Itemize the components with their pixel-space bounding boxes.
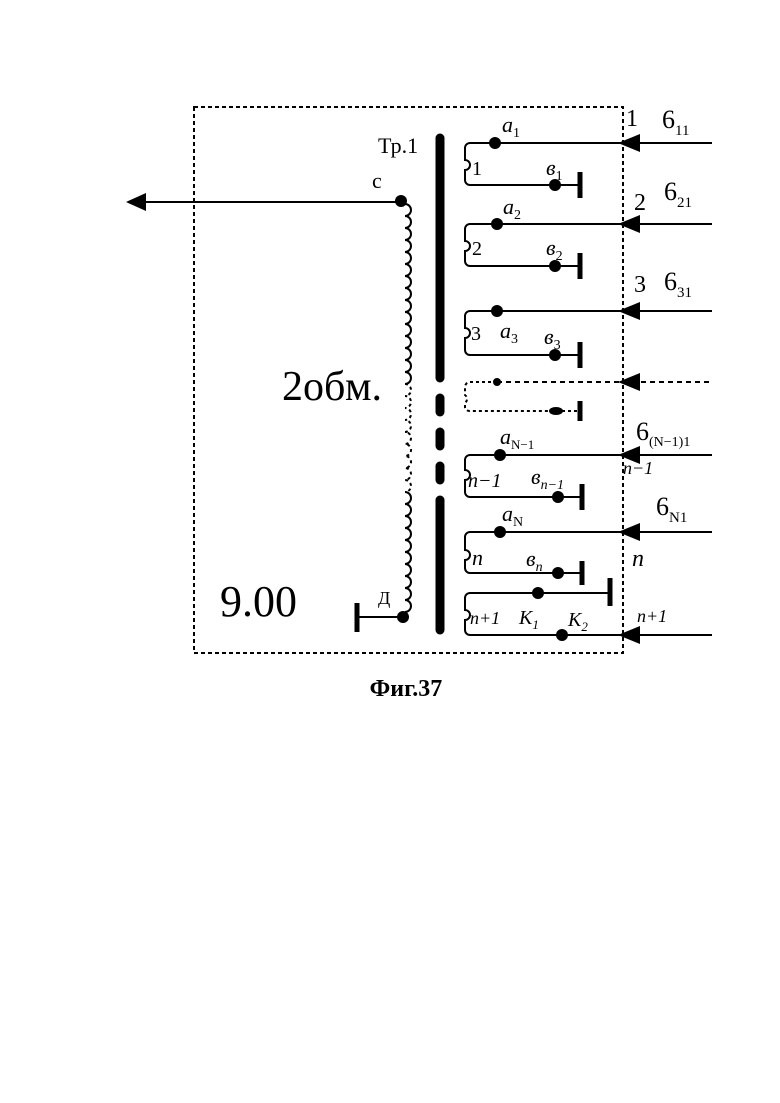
terminal-bn-label: вn — [526, 546, 543, 575]
terminal-a1-label: a1 — [502, 112, 520, 141]
winding-3-number: 3 — [471, 323, 481, 345]
terminal-k2-label: K2 — [567, 609, 588, 634]
output-arrow — [126, 193, 398, 211]
secondary-winding-3: 3 a3 в3 — [465, 305, 712, 368]
block-number: 9.00 — [220, 577, 297, 626]
terminal-a2-label: a2 — [503, 194, 521, 223]
secondary-winding-elided — [465, 378, 712, 421]
terminal-b2-label: в2 — [546, 235, 563, 264]
input-n-minus-1-number: n−1 — [623, 458, 653, 478]
terminal-k1-label: K1 — [518, 607, 539, 632]
terminal-c-dot — [395, 195, 407, 207]
winding-n-minus-1-number: n−1 — [468, 470, 502, 492]
winding-1-number: 1 — [472, 158, 482, 180]
terminal-b1-label: в1 — [546, 155, 563, 184]
input-1-signal: 611 — [662, 105, 689, 139]
input-n-number: n — [632, 546, 644, 572]
terminal-b3-label: в3 — [544, 324, 561, 353]
winding-n-number: n — [472, 545, 483, 570]
input-arrow-1 — [618, 134, 640, 152]
input-n-minus-1-signal: 6(N−1)1 — [636, 417, 690, 450]
input-arrow-elided — [618, 373, 640, 391]
terminal-aN-1-label: aN−1 — [500, 424, 534, 452]
winding-2-number: 2 — [472, 238, 482, 260]
secondary-winding-n-plus-1: n+1 K1 K2 — [465, 578, 712, 641]
input-arrow-n — [618, 523, 640, 541]
terminal-aN-label: aN — [502, 501, 523, 530]
input-2-number: 2 — [634, 190, 646, 216]
terminal-c-label: с — [372, 168, 382, 193]
transformer-label: Тр.1 — [378, 133, 418, 158]
terminal-bn-1-label: вn−1 — [531, 464, 564, 493]
terminal-a3-label: a3 — [500, 318, 518, 347]
input-n-plus-1-number: n+1 — [637, 606, 667, 626]
terminal-d-label: Д — [378, 588, 390, 608]
primary-coil-dashed — [405, 384, 411, 492]
winding-n-plus-1-number: n+1 — [470, 608, 500, 628]
input-3-number: 3 — [634, 272, 646, 298]
primary-coil-lower — [405, 492, 411, 612]
primary-coil-upper — [405, 204, 411, 384]
input-arrow-n-plus-1 — [618, 626, 640, 644]
input-arrow-3 — [618, 302, 640, 320]
input-2-signal: 621 — [664, 177, 692, 211]
figure-caption: Фиг.37 — [370, 676, 443, 702]
input-1-number: 1 — [626, 106, 638, 132]
input-3-signal: 631 — [664, 267, 692, 301]
input-n-signal: 6N1 — [656, 492, 687, 526]
primary-winding-label: 2обм. — [282, 364, 382, 410]
input-arrow-2 — [618, 215, 640, 233]
